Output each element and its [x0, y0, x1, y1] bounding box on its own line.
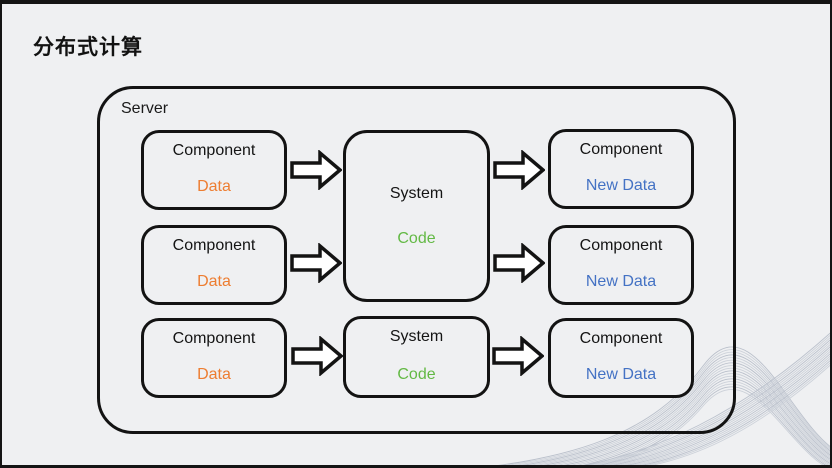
node-title: System: [389, 328, 444, 345]
node-value: Data: [197, 178, 231, 195]
right-arrow-icon: [493, 243, 545, 283]
node-title: Component: [172, 330, 256, 347]
node-title: Component: [172, 142, 256, 159]
right-arrow-icon: [493, 150, 545, 190]
node-value: Code: [397, 366, 436, 383]
component-output-2: Component New Data: [548, 225, 694, 305]
node-value: Data: [197, 366, 231, 383]
node-value: New Data: [585, 177, 657, 194]
node-title: Component: [579, 141, 663, 158]
server-container: Server: [97, 86, 736, 434]
component-output-1: Component New Data: [548, 129, 694, 209]
right-arrow-icon: [290, 150, 342, 190]
server-label: Server: [121, 100, 169, 117]
right-arrow-icon: [492, 336, 544, 376]
system-secondary: System Code: [343, 316, 490, 398]
component-input-3: Component Data: [141, 318, 287, 398]
node-title: Component: [172, 237, 256, 254]
node-value: New Data: [585, 273, 657, 290]
node-value: Code: [397, 229, 436, 247]
node-title: System: [389, 184, 444, 202]
slide-title: 分布式计算: [33, 36, 143, 59]
component-output-3: Component New Data: [548, 318, 694, 398]
right-arrow-icon: [291, 336, 343, 376]
system-main: System Code: [343, 130, 490, 302]
node-title: Component: [579, 330, 663, 347]
component-input-1: Component Data: [141, 130, 287, 210]
node-value: Data: [197, 273, 231, 290]
slide-canvas: 分布式计算 Server Component Data Component Da…: [2, 4, 830, 465]
right-arrow-icon: [290, 243, 342, 283]
node-value: New Data: [585, 366, 657, 383]
component-input-2: Component Data: [141, 225, 287, 305]
node-title: Component: [579, 237, 663, 254]
